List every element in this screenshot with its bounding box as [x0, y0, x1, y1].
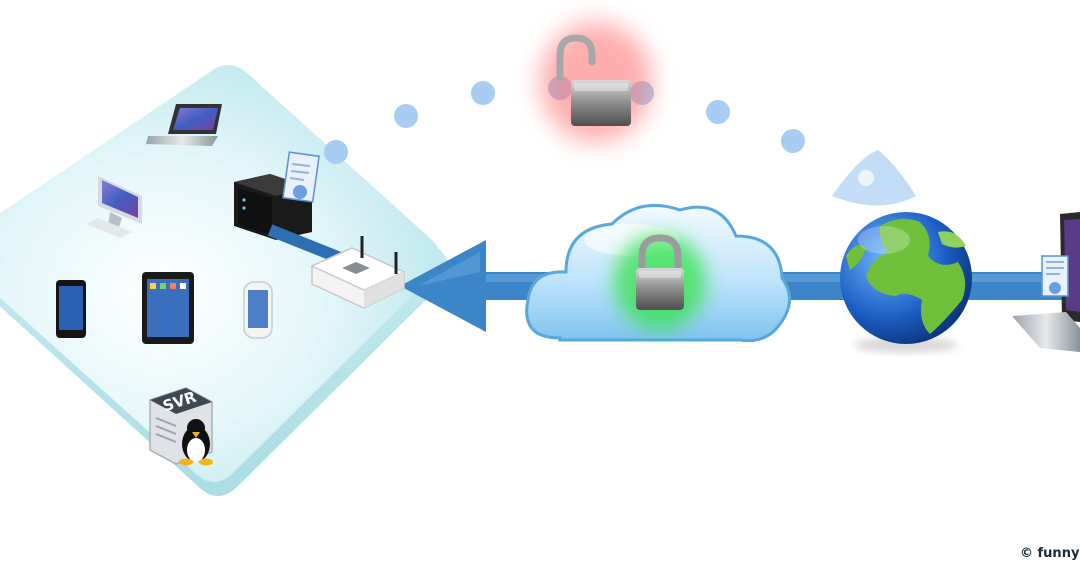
smartphone-icon [56, 280, 86, 338]
lock-open-icon [540, 22, 652, 142]
certificate-icon [282, 151, 320, 203]
insecure-path-arrowhead [832, 150, 916, 206]
globe-icon [840, 212, 972, 353]
lan-zone [0, 65, 449, 496]
laptop-icon [146, 104, 222, 146]
router-icon [310, 236, 406, 309]
desktop-icon [86, 176, 142, 238]
tablet-icon [142, 272, 194, 344]
certificate-icon [1041, 255, 1069, 297]
galaxy-phone-icon [243, 281, 273, 339]
tux-icon [179, 419, 213, 466]
lan-cable [267, 224, 343, 264]
remote-laptop-icon [1012, 212, 1080, 352]
copyright-notice: © funny [1020, 546, 1080, 561]
lock-closed-icon [614, 234, 706, 330]
